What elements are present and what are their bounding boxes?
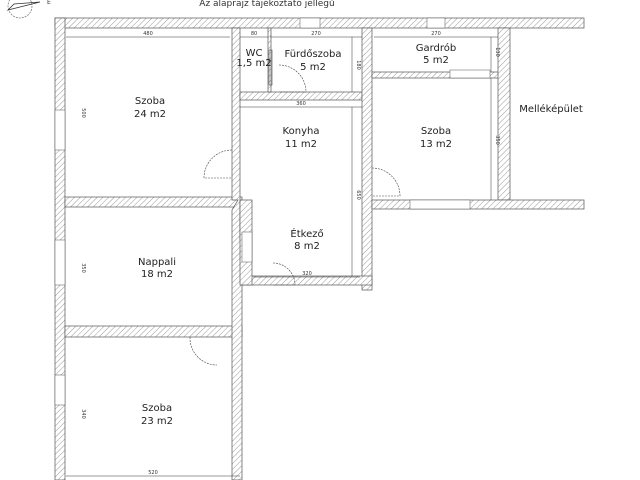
svg-text:360: 360: [296, 101, 306, 107]
svg-text:5 m2: 5 m2: [423, 55, 449, 66]
svg-text:Szoba: Szoba: [142, 403, 172, 414]
svg-text:Nappali: Nappali: [138, 257, 176, 268]
room-gardrob: Gardrób 5 m2: [416, 42, 457, 66]
svg-text:270: 270: [311, 31, 321, 37]
dimension-lines: [66, 36, 498, 477]
svg-text:350: 350: [80, 263, 86, 273]
svg-text:340: 340: [80, 409, 86, 419]
windows: [54, 17, 491, 406]
svg-text:13 m2: 13 m2: [420, 139, 452, 150]
svg-text:18 m2: 18 m2: [141, 269, 173, 280]
svg-text:650: 650: [355, 190, 361, 200]
room-szoba-13: Szoba 13 m2: [420, 126, 452, 150]
room-konyha: Konyha 11 m2: [283, 126, 320, 150]
svg-text:11 m2: 11 m2: [285, 139, 317, 150]
north-label: É: [47, 0, 51, 6]
room-furdoszoba: Fürdőszoba 5 m2: [285, 48, 342, 73]
svg-text:350: 350: [494, 135, 500, 145]
room-wc: WC 1,5 m2: [236, 48, 271, 69]
compass-icon: É: [6, 0, 51, 19]
svg-text:Fürdőszoba: Fürdőszoba: [285, 48, 342, 60]
svg-text:Konyha: Konyha: [283, 126, 320, 137]
svg-text:320: 320: [302, 271, 312, 277]
svg-text:480: 480: [143, 31, 153, 37]
room-szoba-24: Szoba 24 m2: [134, 96, 166, 120]
svg-text:520: 520: [148, 470, 158, 476]
svg-text:24 m2: 24 m2: [134, 109, 166, 120]
room-nappali: Nappali 18 m2: [138, 257, 176, 280]
room-mellekepulet: Melléképület: [519, 103, 583, 115]
svg-text:80: 80: [251, 31, 257, 37]
svg-text:130: 130: [494, 47, 500, 57]
svg-text:Melléképület: Melléképület: [519, 103, 583, 115]
svg-text:Gardrób: Gardrób: [416, 42, 457, 54]
svg-text:5 m2: 5 m2: [300, 62, 326, 73]
svg-text:Szoba: Szoba: [421, 126, 451, 137]
room-szoba-23: Szoba 23 m2: [141, 403, 173, 427]
svg-text:270: 270: [431, 31, 441, 37]
plan-title: Az alaprajz tájékoztató jellegű: [199, 0, 334, 9]
svg-text:180: 180: [355, 60, 361, 70]
svg-text:WC: WC: [246, 48, 263, 59]
svg-text:23 m2: 23 m2: [141, 416, 173, 427]
svg-text:500: 500: [80, 108, 86, 118]
svg-text:8 m2: 8 m2: [294, 241, 320, 252]
svg-text:Étkező: Étkező: [290, 227, 323, 240]
svg-text:1,5 m2: 1,5 m2: [236, 58, 271, 69]
room-etkezo: Étkező 8 m2: [290, 227, 323, 252]
svg-text:Szoba: Szoba: [135, 96, 165, 107]
dimension-labels: 480 80 270 270 360 320 520 500 180 130 3…: [80, 31, 500, 476]
doors: [189, 49, 401, 366]
